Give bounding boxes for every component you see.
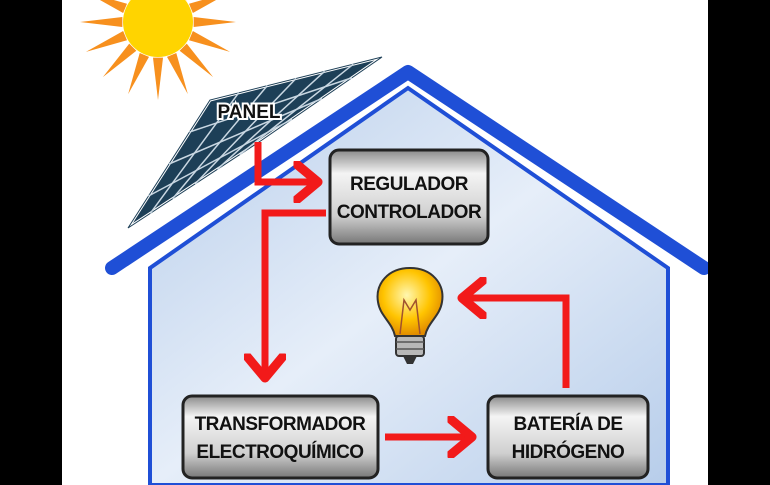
- transformer-label-line2: ELECTROQUÍMICO: [196, 441, 363, 463]
- transformer-label-line1: TRANSFORMADOR: [195, 414, 367, 435]
- panel-label: PANEL: [218, 102, 281, 123]
- panel-grid-line: [216, 70, 326, 170]
- flow-arrows: [254, 142, 570, 437]
- sun-ray: [189, 31, 231, 52]
- sun-ray: [167, 53, 188, 95]
- transformer-box: TRANSFORMADOR ELECTROQUÍMICO: [181, 394, 380, 480]
- lightbulb-icon: [376, 266, 444, 364]
- arrow-battery-to-bulb: [462, 298, 570, 388]
- regulator-label-line1: REGULADOR: [350, 174, 469, 195]
- roof: [105, 65, 711, 275]
- panel-grid-line: [172, 85, 268, 200]
- sun-ray: [85, 31, 127, 52]
- arrow-regulator-to-transformer: [265, 209, 326, 378]
- battery-label-line1: BATERÍA DE: [514, 413, 623, 435]
- sun-ray: [128, 53, 149, 95]
- battery-label-line2: HIDRÓGENO: [512, 441, 625, 463]
- sun-ray: [152, 57, 164, 100]
- sun-ray: [102, 43, 137, 78]
- regulator-box: REGULADOR CONTROLADOR: [328, 148, 490, 246]
- sun-ray: [99, 0, 127, 13]
- sun-ray: [80, 16, 123, 28]
- left-black-bar: [0, 0, 62, 485]
- panel-grid-line: [194, 77, 297, 185]
- sun-ray: [179, 43, 214, 78]
- sun-ray: [193, 16, 236, 28]
- regulator-label-line2: CONTROLADOR: [337, 202, 482, 223]
- right-black-bar: [708, 0, 770, 485]
- battery-box: BATERÍA DE HIDRÓGENO: [486, 394, 650, 480]
- panel-grid-line: [149, 92, 240, 214]
- arrow-panel-to-regulator: [254, 142, 318, 182]
- sun-icon: [80, 0, 236, 100]
- panel-grid-line: [239, 63, 354, 156]
- sun-ray: [189, 0, 217, 13]
